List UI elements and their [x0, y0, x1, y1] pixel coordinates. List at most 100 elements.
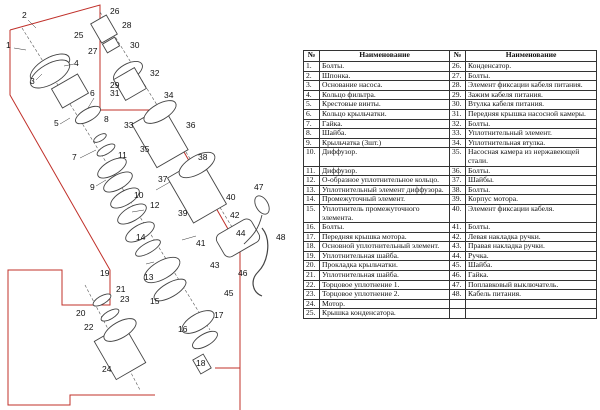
table-row: 25.Крышка конденсатора.	[303, 308, 597, 320]
part-name: Болты.	[465, 222, 597, 233]
table-header-row: № Наименование № Наименование	[303, 50, 597, 62]
table-row: 4.Кольцо фильтра.29.Зажим кабеля питания…	[303, 89, 597, 101]
part-name: Передняя крышка мотора.	[319, 231, 450, 243]
part-number: 2.	[303, 70, 320, 82]
callout-44: 44	[236, 228, 246, 238]
part-number: 16.	[303, 222, 320, 233]
part-name: Болты.	[465, 118, 597, 130]
capacitor-part	[90, 14, 118, 44]
part-name: Насосная камера из нержавеющей стали.	[465, 147, 597, 167]
part-name: Правая накладка ручки.	[465, 241, 597, 252]
callout-3: 3	[30, 76, 35, 86]
part-number: 26.	[449, 61, 466, 72]
callout-16: 16	[178, 324, 188, 334]
part-name: Мотор.	[319, 298, 450, 310]
part-name: Уплотнительная шайба.	[319, 250, 450, 262]
part-name: Кольцо фильтра.	[319, 89, 450, 101]
callout-28: 28	[122, 20, 132, 30]
seal-bushing-part	[192, 353, 212, 375]
impeller-part	[97, 157, 127, 179]
callout-10: 10	[134, 190, 144, 200]
callout-5: 5	[54, 118, 59, 128]
callout-8: 8	[104, 114, 109, 124]
washer-part	[96, 143, 116, 157]
table-row: 11.Диффузор.36.Болты.	[303, 165, 597, 177]
callout-23: 23	[120, 294, 130, 304]
part-number: 47.	[449, 279, 466, 291]
header-name-left: Наименование	[319, 50, 450, 62]
motor-front-cover-part	[181, 310, 215, 334]
part-number: 41.	[449, 222, 466, 233]
part-number: 48.	[449, 289, 466, 300]
part-number: 14.	[303, 194, 320, 205]
part-number: 45.	[449, 260, 466, 272]
part-name: Диффузор.	[319, 147, 450, 167]
part-number: 30.	[449, 99, 466, 110]
header-number-right: №	[449, 50, 466, 62]
diagram-outline	[7, 4, 241, 410]
part-name: Болты.	[465, 165, 597, 177]
table-row: 6.Кольцо крыльчатки.31.Передняя крышка н…	[303, 108, 597, 120]
exploded-view-diagram: 1 2 3 4 5 6 7 8 9 10 11 12 13 14 15 16 1…	[6, 4, 286, 410]
power-cable-part	[252, 227, 269, 297]
part-name: Уплотнительный элемент.	[465, 128, 597, 139]
part-number: 6.	[303, 108, 320, 120]
part-number: 1.	[303, 61, 320, 72]
callout-14: 14	[136, 232, 146, 242]
part-number: 24.	[303, 298, 320, 310]
handle-part	[215, 218, 261, 258]
part-name: Кабель питания.	[465, 289, 597, 300]
part-name: Зажим кабеля питания.	[465, 89, 597, 101]
part-name: Элемент фиксации кабеля питания.	[465, 80, 597, 91]
table-row: 7.Гайка.32.Болты.	[303, 118, 597, 130]
table-row: 9.Крыльчатка (3шт.)34.Уплотнительная вту…	[303, 137, 597, 149]
callout-29: 29	[110, 80, 120, 90]
callout-31: 31	[110, 88, 120, 98]
callout-37: 37	[158, 174, 168, 184]
part-name: Поплавковый выключатель.	[465, 279, 597, 291]
callout-18: 18	[196, 358, 206, 368]
callout-42: 42	[230, 210, 240, 220]
callout-39: 39	[178, 208, 188, 218]
table-row: 19.Уплотнительная шайба.44.Ручка.	[303, 250, 597, 262]
part-number: 7.	[303, 118, 320, 130]
table-row: 1.Болты.26.Конденсатор.	[303, 61, 597, 72]
part-number: 13.	[303, 184, 320, 196]
part-name	[465, 298, 597, 310]
part-number: 12.	[303, 175, 320, 186]
part-name: Гайка.	[319, 118, 450, 130]
part-number	[449, 308, 466, 320]
part-number: 21.	[303, 270, 320, 281]
o-ring-part	[135, 239, 161, 257]
diagram-callouts	[13, 19, 197, 265]
part-name: Корпус мотора.	[465, 194, 597, 205]
callout-36: 36	[186, 120, 196, 130]
callout-45: 45	[224, 288, 234, 298]
table-row: 13.Уплотнительный элемент диффузора.38.Б…	[303, 184, 597, 196]
part-name: Прокладка крыльчатки.	[319, 260, 450, 272]
part-number: 25.	[303, 308, 320, 320]
part-name: Торцовое уплотнение 2.	[319, 289, 450, 300]
part-name: Шайба.	[319, 128, 450, 139]
callout-33: 33	[124, 120, 134, 130]
callout-34: 34	[164, 90, 174, 100]
part-name: Торцовое уплотнение 1.	[319, 279, 450, 291]
table-row: 16.Болты.41.Болты.	[303, 222, 597, 233]
part-name	[465, 308, 597, 320]
float-switch-cable	[243, 214, 263, 245]
part-number: 44.	[449, 250, 466, 262]
part-number: 19.	[303, 250, 320, 262]
callout-40: 40	[226, 192, 236, 202]
part-name: Конденсатор.	[465, 61, 597, 72]
part-number: 42.	[449, 231, 466, 243]
callout-30: 30	[130, 40, 140, 50]
part-number: 28.	[449, 80, 466, 91]
part-name: Уплотнительная шайба.	[319, 270, 450, 281]
table-row: 17.Передняя крышка мотора.42.Левая накла…	[303, 231, 597, 243]
header-name-right: Наименование	[465, 50, 597, 62]
part-number: 34.	[449, 137, 466, 149]
part-name: Ручка.	[465, 250, 597, 262]
callout-2: 2	[22, 10, 27, 20]
callout-4: 4	[74, 58, 79, 68]
part-name: Крыльчатка (3шт.)	[319, 137, 450, 149]
